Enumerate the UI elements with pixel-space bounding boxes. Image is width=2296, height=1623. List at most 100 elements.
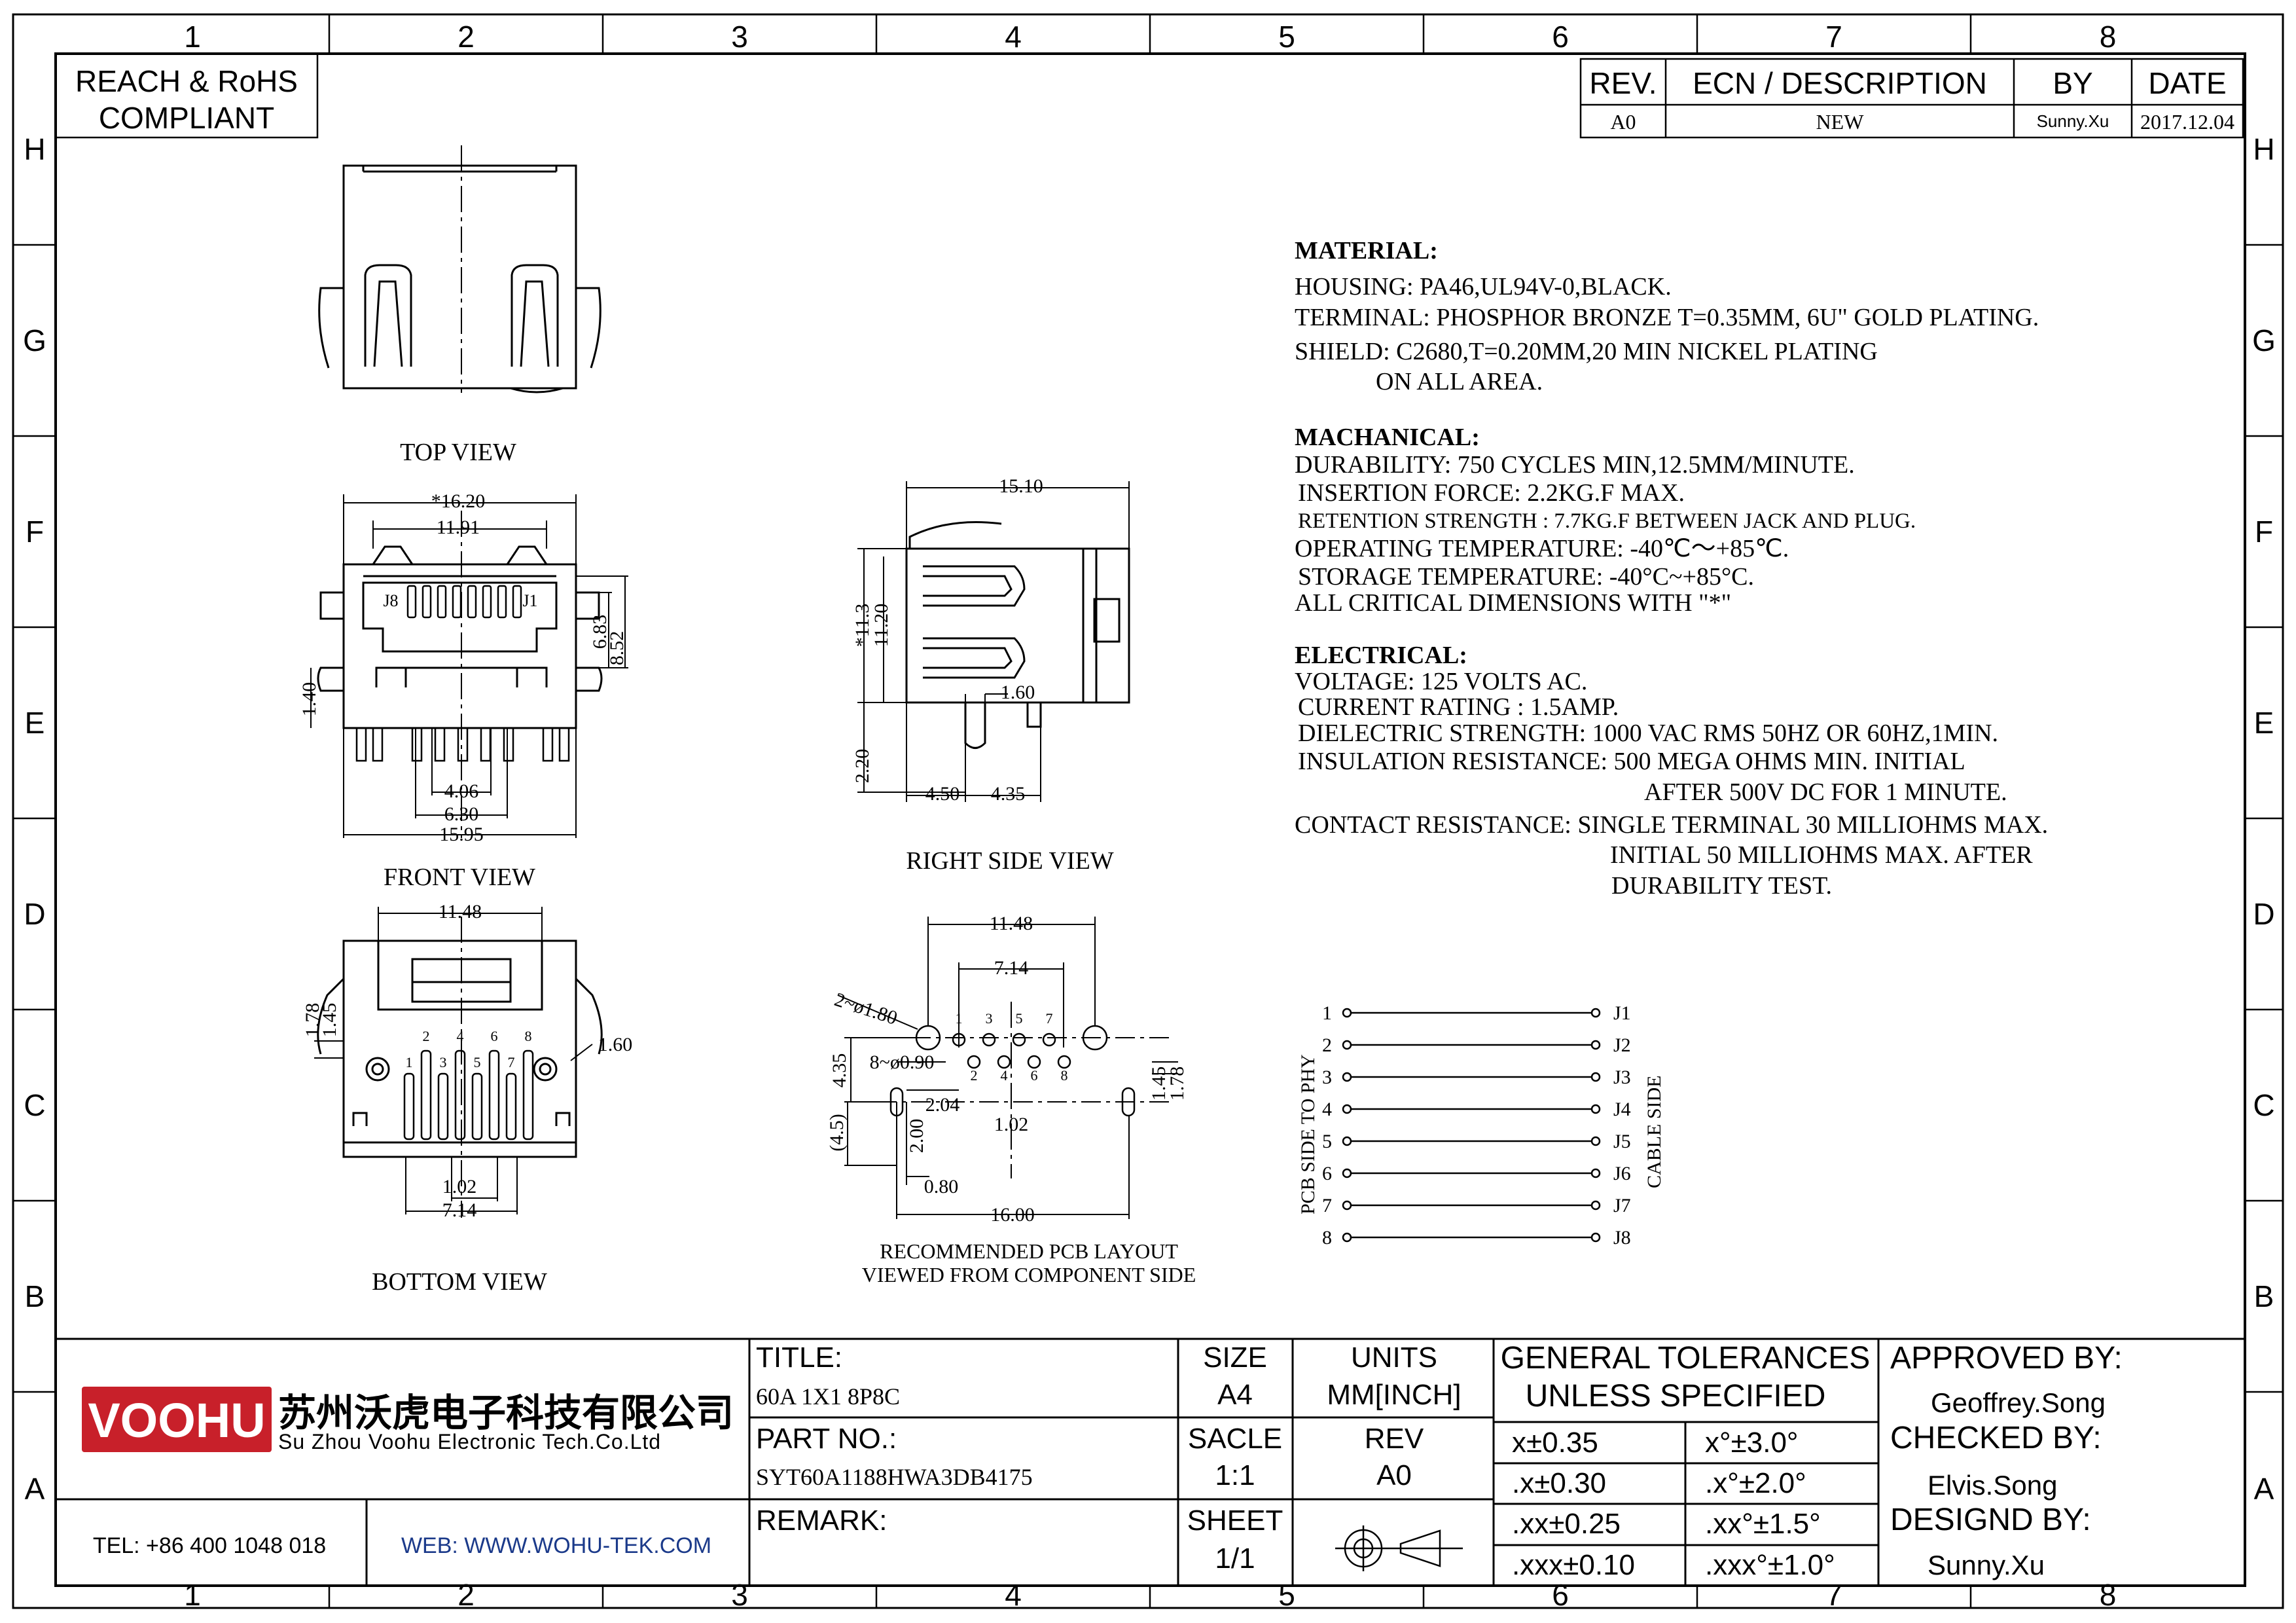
material-shield: SHIELD: C2680,T=0.20MM,20 MIN NICKEL PLA…	[1295, 338, 1878, 365]
zone-col-8-top: 8	[2100, 20, 2117, 54]
voohu-logo	[82, 1387, 272, 1452]
zone-row-H-right: H	[2253, 132, 2274, 166]
title-label: TITLE:	[756, 1341, 842, 1374]
mech-critical-note: ALL CRITICAL DIMENSIONS WITH "*"	[1295, 589, 1731, 617]
elec-contact-cont-2: DURABILITY TEST.	[1611, 872, 1832, 900]
rev-value: A0	[1610, 110, 1636, 134]
right-dim-113: *11.3	[852, 604, 873, 647]
zone-row-G-right: G	[2252, 323, 2276, 357]
schematic-node	[1590, 1104, 1601, 1114]
front-pin	[457, 727, 469, 762]
schematic-node	[1342, 1136, 1352, 1146]
pcb-pin-num: 3	[986, 1010, 993, 1027]
pcb-pin-num: 7	[1046, 1010, 1053, 1027]
schematic-pin-right: J2	[1613, 1034, 1631, 1056]
front-pin	[355, 727, 367, 762]
schematic-pin-left: 3	[1322, 1067, 1332, 1088]
schematic-pin-right: J7	[1613, 1195, 1631, 1216]
zone-col-2-top: 2	[457, 20, 475, 54]
pcb-pin-num: 1	[956, 1010, 963, 1027]
bottom-pin	[505, 1072, 517, 1140]
front-dim-406: 4.06	[444, 780, 479, 802]
front-label-j8: J8	[383, 591, 398, 610]
compliance-line-1: REACH & RoHS	[75, 64, 298, 98]
pcb-dim-1148: 11.48	[990, 913, 1033, 934]
pcb-pin-num: 2	[971, 1067, 978, 1084]
zone-row-B-right: B	[2254, 1279, 2274, 1313]
bottom-pin-num: 7	[508, 1054, 515, 1070]
right-dim-450: 4.50	[925, 783, 960, 805]
zone-col-8-bot: 8	[2100, 1578, 2117, 1612]
pcb-hole	[1042, 1032, 1056, 1047]
schematic-pin-right: J1	[1613, 1002, 1631, 1024]
elec-contact-cont-1: INITIAL 50 MILLIOHMS MAX. AFTER	[1610, 841, 2033, 869]
front-contact	[406, 585, 417, 619]
web: WEB: WWW.WOHU-TEK.COM	[401, 1533, 711, 1558]
right-dim-1510: 15.10	[999, 475, 1043, 497]
pcb-hole	[1027, 1055, 1041, 1069]
front-contact	[497, 585, 507, 619]
bottom-view-drawing	[317, 939, 603, 1158]
approved-label: APPROVED BY:	[1890, 1341, 2123, 1376]
front-pin	[503, 727, 514, 762]
date-header: DATE	[2148, 66, 2226, 100]
pcb-layout-label-1: RECOMMENDED PCB LAYOUT	[880, 1239, 1178, 1263]
material-title: MATERIAL:	[1295, 237, 1438, 264]
front-dim-1595: 15.95	[439, 824, 484, 845]
mech-operating-temp: OPERATING TEMPERATURE: -40℃～+85℃.	[1295, 535, 1789, 562]
part-no-label: PART NO.:	[756, 1423, 897, 1455]
top-view-label: TOP VIEW	[400, 439, 516, 466]
bottom-pin-num: 4	[457, 1028, 464, 1044]
tolerance-angular: .x°±2.0°	[1705, 1467, 1806, 1499]
zone-row-F-left: F	[26, 515, 44, 549]
checked-label: CHECKED BY:	[1890, 1421, 2102, 1455]
schematic-pin-right: J8	[1613, 1227, 1631, 1249]
schematic-node	[1342, 1104, 1352, 1114]
pcb-hole	[1012, 1032, 1026, 1047]
bottom-pin-num: 3	[440, 1054, 447, 1070]
schematic-pin-left: 1	[1322, 1002, 1332, 1024]
date-value: 2017.12.04	[2140, 110, 2234, 134]
front-contact	[482, 585, 492, 619]
pcb-dim-204: 2.04	[925, 1094, 960, 1116]
bottom-pin	[522, 1049, 534, 1140]
mech-retention: RETENTION STRENGTH : 7.7KG.F BETWEEN JAC…	[1298, 509, 1916, 533]
pcb-dim-178: 1.78	[1166, 1067, 1188, 1101]
designed-label: DESIGND BY:	[1890, 1503, 2091, 1537]
scale-label: SACLE	[1188, 1423, 1282, 1455]
schematic-node	[1590, 1072, 1601, 1082]
tolerance-angular: .xxx°±1.0°	[1705, 1549, 1835, 1581]
front-dim-852: 8.52	[606, 631, 628, 666]
bottom-dim-160: 1.60	[598, 1034, 633, 1055]
bottom-pin	[403, 1072, 415, 1140]
bottom-pin	[488, 1049, 500, 1140]
front-pin	[558, 727, 570, 762]
top-view-drawing	[318, 145, 601, 393]
pcb-dim-145: 1.45	[1148, 1067, 1170, 1101]
pcb-hole	[982, 1032, 996, 1047]
zone-row-A-left: A	[25, 1472, 45, 1506]
schematic-node	[1590, 1136, 1601, 1146]
front-label-j1: J1	[522, 591, 537, 610]
revision-table	[1579, 58, 2244, 139]
company-name-en: Su Zhou Voohu Electronic Tech.Co.Ltd	[278, 1430, 661, 1453]
front-dim-140: 1.40	[298, 682, 320, 717]
bottom-view-label: BOTTOM VIEW	[372, 1268, 547, 1296]
pcb-hole	[1057, 1055, 1071, 1069]
elec-insulation-cont: AFTER 500V DC FOR 1 MINUTE.	[1644, 778, 2007, 806]
right-dim-435: 4.35	[991, 783, 1026, 805]
material-shield-cont: ON ALL AREA.	[1376, 368, 1543, 395]
front-pin	[411, 727, 423, 762]
pcb-dim-714: 7.14	[994, 957, 1029, 979]
rev-header: REV.	[1589, 66, 1657, 100]
schematic-pin-left: 7	[1322, 1195, 1332, 1216]
compliance-line-2: COMPLIANT	[99, 101, 274, 135]
bottom-pin-num: 2	[423, 1028, 430, 1044]
bottom-pin-num: 6	[491, 1028, 498, 1044]
pcb-dim-45: (4.5)	[826, 1114, 848, 1151]
schematic-pin-left: 2	[1322, 1034, 1332, 1056]
schematic-node	[1342, 1072, 1352, 1082]
pcb-pin-num: 5	[1016, 1010, 1023, 1027]
zone-col-3-top: 3	[731, 20, 748, 54]
schematic-pin-left: 6	[1322, 1163, 1332, 1184]
